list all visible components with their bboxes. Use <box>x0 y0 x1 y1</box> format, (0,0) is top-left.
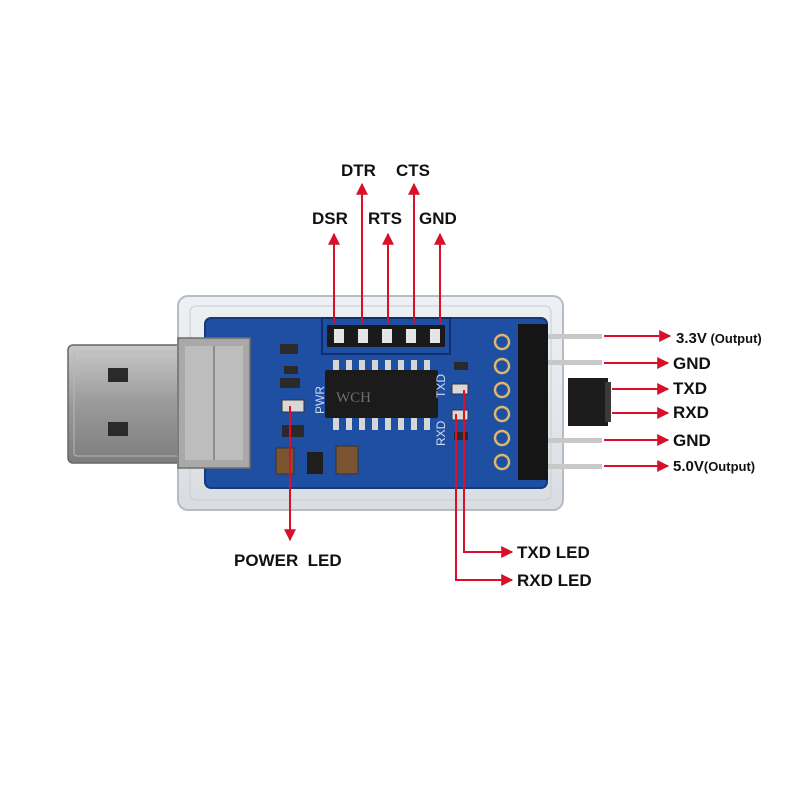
label-gnd1: GND <box>673 354 711 375</box>
rxd-led <box>451 409 469 421</box>
label-rxd: RXD <box>673 403 709 424</box>
ch340-chip: WCH <box>325 360 438 430</box>
label-gnd2-main: GND <box>673 431 711 450</box>
usb-plug <box>67 344 194 464</box>
label-rxd-led: RXD LED <box>517 571 592 590</box>
label-dtr: DTR <box>341 161 376 180</box>
label-power-led: POWER LED <box>234 551 342 570</box>
label-cts: CTS <box>396 161 430 180</box>
top-pin-header <box>321 317 451 355</box>
label-gnd1-main: GND <box>673 354 711 373</box>
arrow-rxd-led <box>455 414 514 586</box>
side-pin-header <box>493 324 611 480</box>
label-rts: RTS <box>368 209 402 228</box>
txd-led <box>451 383 469 395</box>
label-txd-main: TXD <box>673 379 707 398</box>
smd-components <box>275 344 469 475</box>
label-txd: TXD <box>673 379 707 400</box>
label-3v3: 3.3V (Output) <box>676 329 762 349</box>
silk-txd: TXD <box>434 374 448 398</box>
usb-housing <box>177 337 251 469</box>
chip-brand-text: WCH <box>336 390 371 406</box>
label-gnd-top: GND <box>419 209 457 228</box>
label-5v-suffix: (Output) <box>703 459 756 474</box>
silk-rxd: RXD <box>434 420 448 446</box>
label-gnd2: GND <box>673 431 711 452</box>
label-5v-main: 5.0V <box>673 458 704 475</box>
label-5v: 5.0V(Output) <box>673 457 755 477</box>
label-3v3-main: 3.3V <box>676 330 707 347</box>
silk-pwr: PWR <box>313 386 327 414</box>
callout-arrows <box>284 182 672 586</box>
label-txd-led: TXD LED <box>517 543 590 562</box>
usb-slot-top <box>108 368 128 382</box>
label-dsr: DSR <box>312 209 348 228</box>
label-rxd-main: RXD <box>673 403 709 422</box>
arrow-txd-led <box>463 390 514 558</box>
label-3v3-suffix: (Output) <box>706 331 762 346</box>
power-led <box>281 399 305 413</box>
usb-slot-bottom <box>108 422 128 436</box>
